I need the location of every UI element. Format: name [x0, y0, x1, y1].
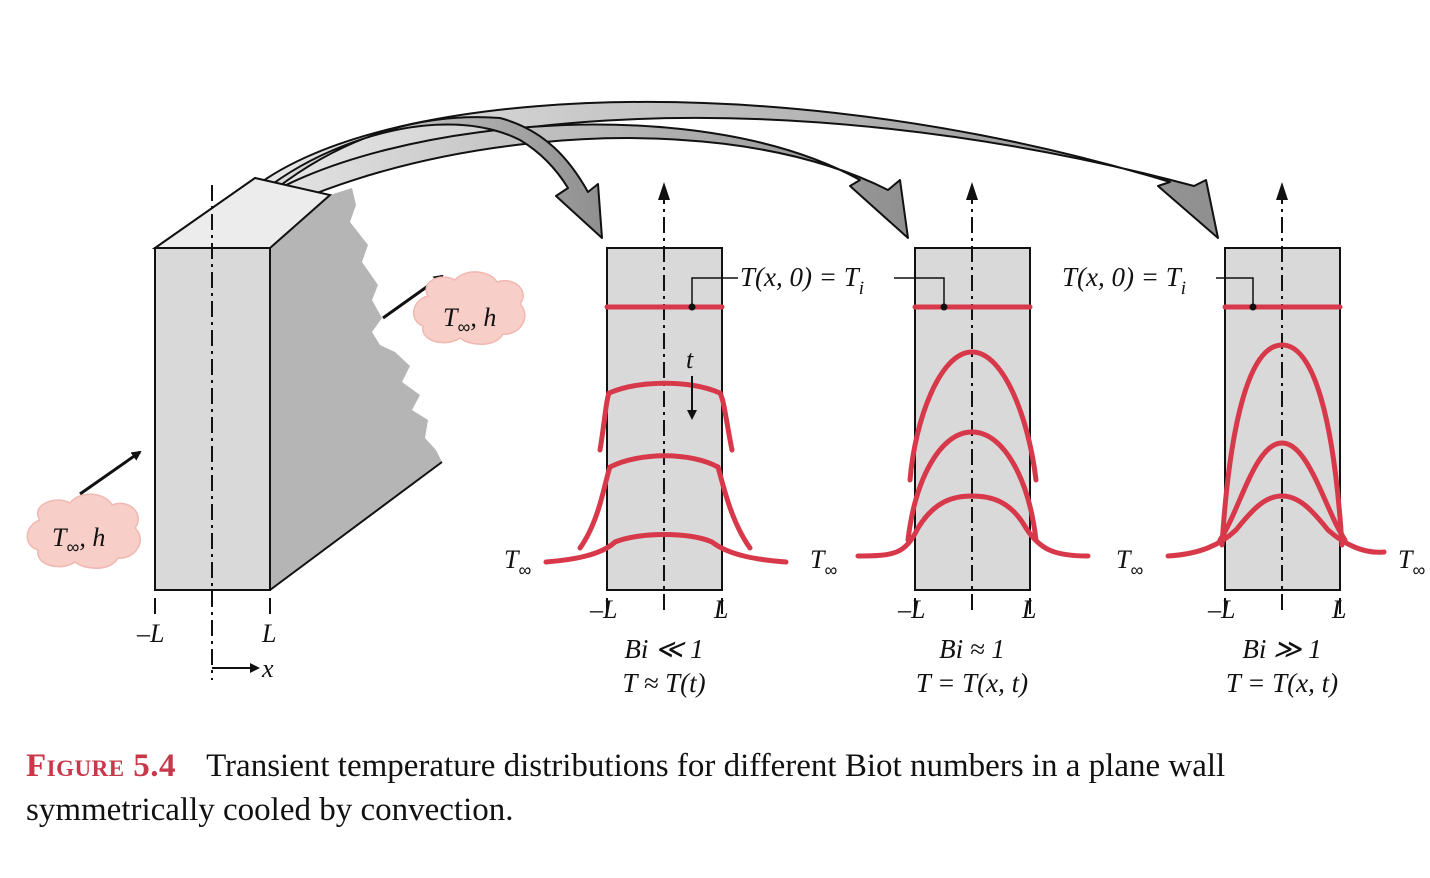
fluid-T-left: T: [52, 523, 68, 552]
panel-1-profiles: [543, 304, 789, 565]
svg-text:T∞: T∞: [810, 545, 837, 580]
convection-left: T∞, h: [26, 450, 142, 569]
ic-leader-1a: [691, 277, 738, 307]
panel-3-profile-mid: [1217, 440, 1348, 543]
panel-1-L: L: [713, 595, 728, 624]
panel-2-L: L: [1021, 595, 1036, 624]
panel-2-tinf-sub: ∞: [824, 560, 837, 580]
panel-2-tinf-T: T: [810, 545, 826, 574]
fluid-sub-left: ∞: [66, 537, 79, 557]
panel-3-profiles: [1165, 304, 1387, 559]
svg-text:T∞: T∞: [1116, 545, 1143, 580]
panel-3-bi-label: Bi ≫ 1: [1242, 634, 1321, 664]
panel-3-profile-late: [1165, 493, 1387, 559]
fluid-rest-left: , h: [79, 523, 105, 552]
panel-3-profile-early: [1219, 342, 1345, 548]
fluid-sub-right: ∞: [457, 317, 470, 337]
ic-leader-1b: [894, 277, 945, 307]
svg-text:T∞, h: T∞, h: [443, 303, 496, 337]
plane-wall-slab: –L L x: [136, 176, 443, 683]
svg-text:T(x, 0) = Ti: T(x, 0) = Ti: [740, 262, 864, 299]
ic-label-1-main: T(x, 0) = T: [740, 262, 861, 292]
panel-1-profile-late: [543, 532, 789, 565]
fluid-cloud-left: [26, 493, 141, 569]
panel-1-profile-early: [597, 380, 735, 453]
panel-3-minus-L: –L: [1207, 595, 1235, 624]
caption-label: Figure 5.4: [26, 748, 177, 784]
panel-bi-large: T∞ T∞ –L L Bi ≫ 1 T = T(x, t): [1116, 182, 1425, 698]
slab-broken-shadow: [270, 188, 442, 590]
panel-1-profile-mid: [577, 453, 753, 551]
panel-3-tinf-T-right: T: [1398, 545, 1414, 574]
fluid-cloud-right: [413, 271, 526, 345]
panel-2-profile-early: [907, 349, 1039, 483]
panel-1-tinf-sub: ∞: [518, 560, 531, 580]
panel-1-time-label: t: [686, 345, 694, 374]
slab-tick-L: L: [261, 619, 276, 648]
panel-1-minus-L: –L: [589, 595, 617, 624]
ic-label-2-main: T(x, 0) = T: [1062, 262, 1183, 292]
caption-text: Transient temperature distributions for …: [26, 748, 1226, 828]
curved-arrows: [209, 101, 1219, 249]
fluid-T-right: T: [443, 303, 459, 332]
panel-2-profile-mid: [905, 429, 1039, 543]
curved-arrow-to-panel-1: [213, 116, 603, 249]
panel-1-tinf-T: T: [504, 545, 520, 574]
ic-leader-2: [1216, 277, 1254, 307]
panel-2-bi-label: Bi ≈ 1: [939, 634, 1005, 664]
svg-text:T∞: T∞: [504, 545, 531, 580]
initial-condition-labels: T(x, 0) = Ti T(x, 0) = Ti: [688, 262, 1257, 311]
convection-right: T∞, h: [382, 271, 526, 345]
slab-tick-minus-L: –L: [136, 619, 164, 648]
panel-1-t-label: T ≈ T(t): [622, 668, 705, 698]
panel-3-tinf-sub-right: ∞: [1412, 560, 1425, 580]
panel-3-L: L: [1331, 595, 1346, 624]
panel-bi-small: t T∞ –L L Bi ≪ 1 T ≈ T(t): [504, 182, 789, 698]
panel-1-bi-label: Bi ≪ 1: [624, 634, 703, 664]
svg-text:T∞, h: T∞, h: [52, 523, 105, 557]
panel-2-profiles: [855, 304, 1091, 559]
panel-2-profile-late: [855, 493, 1091, 559]
svg-text:T∞: T∞: [1398, 545, 1425, 580]
panel-3-t-label: T = T(x, t): [1226, 668, 1338, 698]
convection-arrow-left: [79, 450, 142, 496]
ic-label-2-sub: i: [1181, 278, 1186, 299]
panel-3-tinf-T-left: T: [1116, 545, 1132, 574]
panel-bi-one: T∞ –L L Bi ≈ 1 T = T(x, t): [810, 182, 1091, 698]
ic-label-1-sub: i: [859, 278, 864, 299]
panel-3-tinf-sub-left: ∞: [1130, 560, 1143, 580]
diagram-figure: –L L x T∞, h T∞, h t T∞ –L L Bi ≪ 1 T ≈ …: [26, 101, 1425, 698]
x-axis-label: x: [261, 654, 274, 683]
svg-text:T(x, 0) = Ti: T(x, 0) = Ti: [1062, 262, 1186, 299]
panel-2-minus-L: –L: [897, 595, 925, 624]
curved-arrow-to-panel-2: [211, 123, 909, 249]
fluid-rest-right: , h: [470, 303, 496, 332]
panel-2-t-label: T = T(x, t): [916, 668, 1028, 698]
